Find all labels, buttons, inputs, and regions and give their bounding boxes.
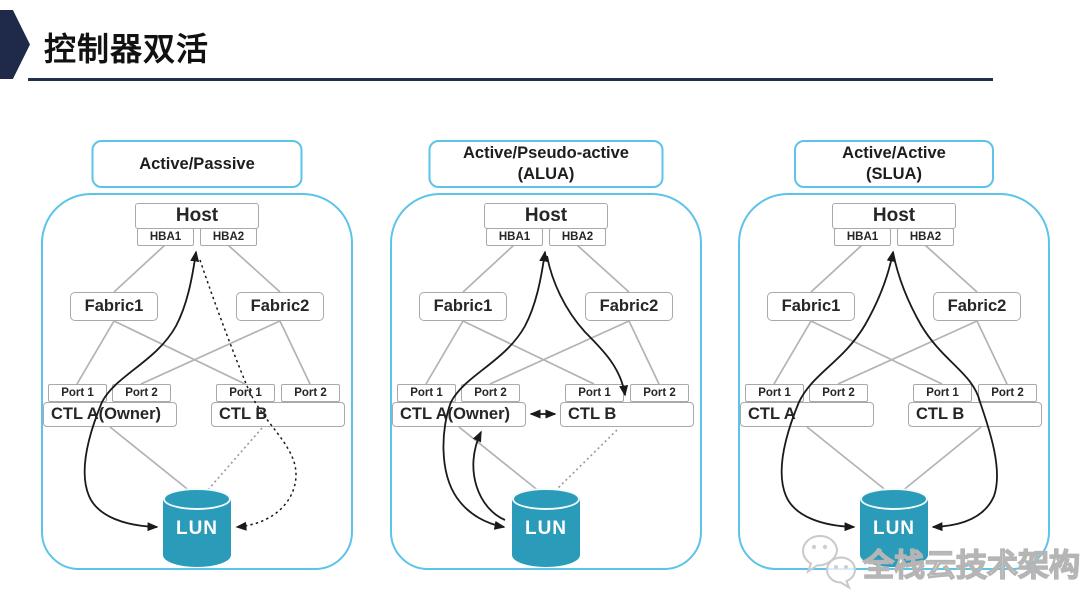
panel-title: Active/Active (SLUA) xyxy=(794,140,994,188)
ctl-a-port2-box: Port 2 xyxy=(809,384,868,402)
title-divider xyxy=(28,78,993,81)
fabric1-box: Fabric1 xyxy=(767,292,855,321)
lun-cylinder: LUN xyxy=(512,488,580,567)
hba2-box: HBA2 xyxy=(200,228,257,246)
hba2-box: HBA2 xyxy=(897,228,954,246)
lun-top-ellipse xyxy=(512,488,580,510)
host-box: Host xyxy=(832,203,956,229)
lun-top-ellipse xyxy=(163,488,231,510)
panel-active-passive: Active/Passive Host HBA1 HBA2 Fabric1 Fa… xyxy=(40,140,354,575)
host-box: Host xyxy=(135,203,259,229)
ctl-b-box: CTL B xyxy=(908,402,1042,427)
hba1-box: HBA1 xyxy=(137,228,194,246)
fabric2-box: Fabric2 xyxy=(236,292,324,321)
hba2-box: HBA2 xyxy=(549,228,606,246)
lun-label: LUN xyxy=(175,518,219,539)
ctl-b-port2-box: Port 2 xyxy=(281,384,340,402)
ctl-a-box: CTL A(Owner) xyxy=(392,402,526,427)
ctl-b-port1-box: Port 1 xyxy=(565,384,624,402)
ctl-b-port1-box: Port 1 xyxy=(216,384,275,402)
ctl-a-port1-box: Port 1 xyxy=(397,384,456,402)
hba1-box: HBA1 xyxy=(834,228,891,246)
ctl-a-port2-box: Port 2 xyxy=(461,384,520,402)
host-box: Host xyxy=(484,203,608,229)
panel-active-pseudo-active-alua: Active/Pseudo-active (ALUA) Host HBA1 HB… xyxy=(389,140,703,575)
lun-label: LUN xyxy=(524,518,568,539)
wechat-icon xyxy=(801,535,857,590)
ctl-b-box: CTL B xyxy=(560,402,694,427)
panel-title: Active/Pseudo-active (ALUA) xyxy=(428,140,664,188)
ctl-b-box: CTL B xyxy=(211,402,345,427)
fabric1-box: Fabric1 xyxy=(419,292,507,321)
fabric1-box: Fabric1 xyxy=(70,292,158,321)
fabric2-box: Fabric2 xyxy=(933,292,1021,321)
slide-title: 控制器双活 xyxy=(44,31,210,67)
ctl-a-box: CTL A xyxy=(740,402,874,427)
watermark-text: 全栈云技术架构 xyxy=(862,547,1080,583)
lun-top-ellipse xyxy=(860,488,928,510)
lun-cylinder: LUN xyxy=(163,488,231,567)
ctl-a-box: CTL A(Owner) xyxy=(43,402,177,427)
ctl-b-port2-box: Port 2 xyxy=(978,384,1037,402)
fabric2-box: Fabric2 xyxy=(585,292,673,321)
ctl-a-port2-box: Port 2 xyxy=(112,384,171,402)
panel-active-active-slua: Active/Active (SLUA) Host HBA1 HBA2 Fabr… xyxy=(737,140,1051,575)
hba1-box: HBA1 xyxy=(486,228,543,246)
ctl-a-port1-box: Port 1 xyxy=(48,384,107,402)
ctl-a-port1-box: Port 1 xyxy=(745,384,804,402)
watermark: 全栈云技术架构 xyxy=(795,528,1080,590)
ctl-b-port2-box: Port 2 xyxy=(630,384,689,402)
title-chevron-icon xyxy=(0,10,30,79)
panel-title: Active/Passive xyxy=(91,140,303,188)
ctl-b-port1-box: Port 1 xyxy=(913,384,972,402)
